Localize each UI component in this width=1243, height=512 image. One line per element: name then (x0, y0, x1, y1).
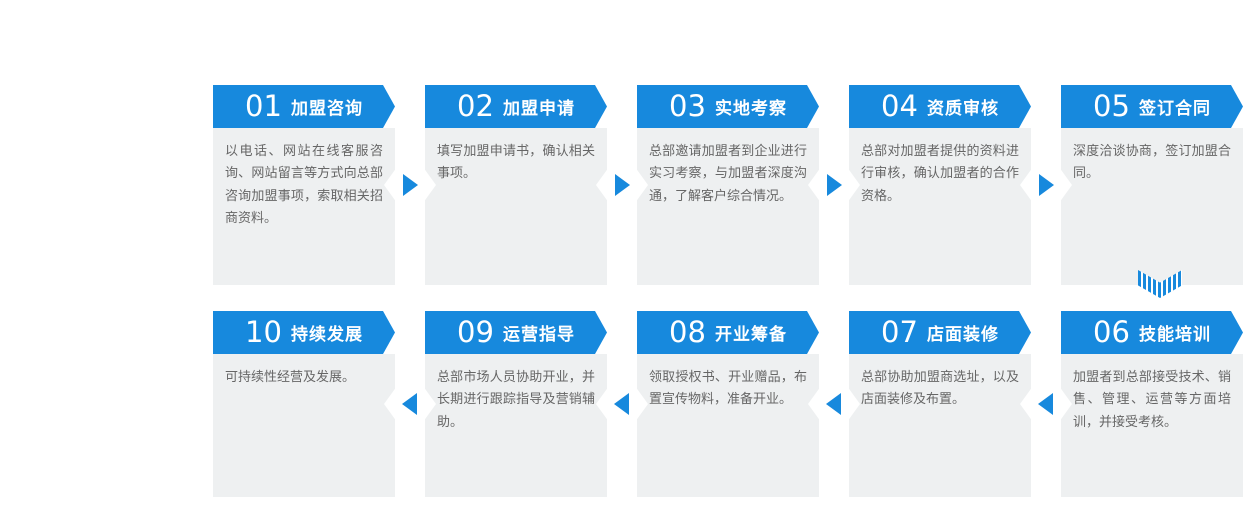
step-header: 06 技能培训 (1061, 311, 1243, 354)
step-description: 总部邀请加盟者到企业进行实习考察，与加盟者深度沟通，了解客户综合情况。 (637, 128, 819, 285)
arrow-left-icon (808, 368, 860, 440)
process-step-card-01: 01 加盟咨询 以电话、网站在线客服咨询、网站留言等方式向总部咨询加盟事项，索取… (213, 85, 395, 285)
step-number: 09 (457, 315, 494, 349)
step-header: 04 资质审核 (849, 85, 1031, 128)
step-header: 05 签订合同 (1061, 85, 1243, 128)
step-header: 02 加盟申请 (425, 85, 607, 128)
step-header: 09 运营指导 (425, 311, 607, 354)
step-title: 资质审核 (926, 99, 999, 119)
step-title: 加盟申请 (502, 99, 575, 119)
step-number: 03 (669, 89, 706, 123)
arrow-right-icon (808, 149, 860, 221)
process-step-card-09: 09 运营指导 总部市场人员协助开业，并长期进行跟踪指导及营销辅助。 (425, 311, 607, 497)
step-title: 运营指导 (502, 325, 575, 345)
process-step-card-07: 07 店面装修 总部协助加盟商选址，以及店面装修及布置。 (849, 311, 1031, 497)
step-description: 以电话、网站在线客服咨询、网站留言等方式向总部咨询加盟事项，索取相关招商资料。 (213, 128, 395, 285)
step-number: 01 (245, 89, 282, 123)
step-description: 加盟者到总部接受技术、销售、管理、运营等方面培训，并接受考核。 (1061, 354, 1243, 497)
step-number: 08 (669, 315, 706, 349)
step-header: 01 加盟咨询 (213, 85, 395, 128)
step-description: 领取授权书、开业赠品，布置宣传物料，准备开业。 (637, 354, 819, 497)
arrow-right-icon (1020, 149, 1072, 221)
step-number: 06 (1093, 315, 1130, 349)
step-title: 店面装修 (926, 325, 999, 345)
arrow-right-icon (596, 149, 648, 221)
step-description: 总部协助加盟商选址，以及店面装修及布置。 (849, 354, 1031, 497)
process-step-card-06: 06 技能培训 加盟者到总部接受技术、销售、管理、运营等方面培训，并接受考核。 (1061, 311, 1243, 497)
process-row-top: 01 加盟咨询 以电话、网站在线客服咨询、网站留言等方式向总部咨询加盟事项，索取… (213, 85, 1243, 285)
process-step-card-05: 05 签订合同 深度洽谈协商，签订加盟合同。 (1061, 85, 1243, 285)
process-step-card-10: 10 持续发展 可持续性经营及发展。 (213, 311, 395, 497)
process-step-card-03: 03 实地考察 总部邀请加盟者到企业进行实习考察，与加盟者深度沟通，了解客户综合… (637, 85, 819, 285)
step-description: 可持续性经营及发展。 (213, 354, 395, 497)
step-description: 深度洽谈协商，签订加盟合同。 (1061, 128, 1243, 285)
step-number: 10 (245, 315, 282, 349)
arrow-right-icon (384, 149, 436, 221)
step-description: 总部市场人员协助开业，并长期进行跟踪指导及营销辅助。 (425, 354, 607, 497)
process-step-card-04: 04 资质审核 总部对加盟者提供的资料进行审核，确认加盟者的合作资格。 (849, 85, 1031, 285)
step-title: 开业筹备 (714, 325, 787, 345)
arrow-left-icon (384, 368, 436, 440)
step-title: 签订合同 (1138, 99, 1211, 119)
step-number: 07 (881, 315, 918, 349)
step-description: 总部对加盟者提供的资料进行审核，确认加盟者的合作资格。 (849, 128, 1031, 285)
step-header: 10 持续发展 (213, 311, 395, 354)
step-header: 07 店面装修 (849, 311, 1031, 354)
process-step-card-02: 02 加盟申请 填写加盟申请书，确认相关事项。 (425, 85, 607, 285)
step-number: 02 (457, 89, 494, 123)
step-number: 04 (881, 89, 918, 123)
arrow-left-icon (1020, 368, 1072, 440)
step-description: 填写加盟申请书，确认相关事项。 (425, 128, 607, 285)
step-header: 03 实地考察 (637, 85, 819, 128)
arrow-left-icon (596, 368, 648, 440)
step-title: 加盟咨询 (290, 99, 363, 119)
step-title: 实地考察 (714, 99, 787, 119)
step-number: 05 (1093, 89, 1130, 123)
process-step-card-08: 08 开业筹备 领取授权书、开业赠品，布置宣传物料，准备开业。 (637, 311, 819, 497)
step-header: 08 开业筹备 (637, 311, 819, 354)
step-title: 技能培训 (1138, 325, 1211, 345)
process-row-bottom: 10 持续发展 可持续性经营及发展。 09 运营指导 总部市场人员协助开业，并长… (213, 311, 1243, 497)
step-title: 持续发展 (290, 325, 363, 345)
